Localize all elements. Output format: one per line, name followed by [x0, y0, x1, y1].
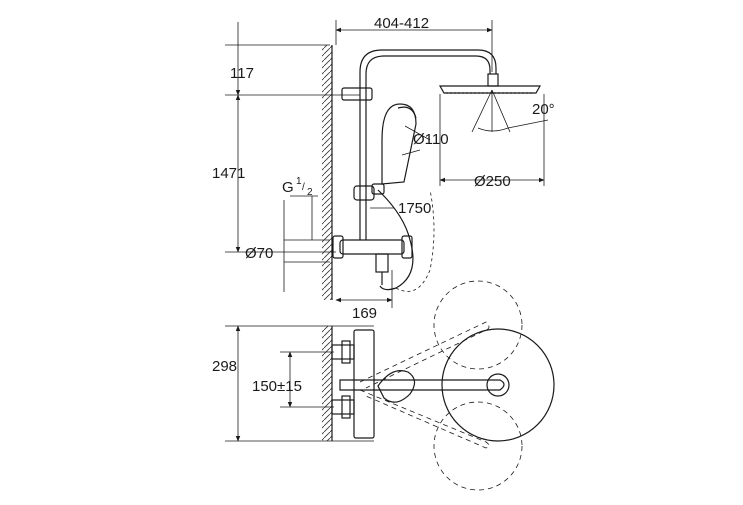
wall-hatch-upper [322, 45, 332, 300]
dim-110-leader-b [401, 149, 421, 156]
label-g-num: 1 [296, 176, 302, 187]
thermostat-top [353, 329, 375, 439]
label-298: 298 [212, 358, 237, 375]
thermostat-body [339, 239, 405, 255]
dim-110-leader-a [404, 125, 431, 141]
label-g-slash: / [302, 182, 305, 193]
arm-top [339, 379, 505, 391]
wall-hatch-lower [322, 326, 332, 441]
shower-arm [359, 49, 497, 98]
wall-bracket [341, 87, 373, 101]
head-shower [438, 85, 542, 94]
swing-circle-top [433, 280, 523, 370]
head-shower-joint [487, 73, 499, 87]
inlet-upper [331, 344, 355, 360]
angle-leader [507, 119, 549, 129]
hand-shower-handle [381, 103, 417, 185]
angle-line-1 [471, 89, 493, 133]
side-view [322, 45, 549, 300]
label-g-den: 2 [307, 187, 313, 198]
inlet-lower [331, 399, 355, 415]
swing-arm-top [359, 321, 490, 389]
label-1471: 1471 [212, 165, 245, 182]
hose-bracket [371, 183, 385, 195]
spout [375, 253, 389, 273]
top-view-dimensions [225, 325, 374, 442]
thermostat-left-knob [332, 235, 344, 259]
label-110: Ø110 [413, 131, 449, 148]
label-250: Ø250 [474, 173, 511, 190]
label-g: G [282, 179, 294, 196]
inlet-upper-nut [341, 340, 351, 364]
shower-hose-dashed [395, 189, 435, 292]
label-150: 150±15 [252, 378, 302, 395]
label-169: 169 [352, 305, 377, 322]
handshower-top [377, 370, 416, 403]
label-1750: 1750 [398, 200, 431, 217]
hand-shower-head [397, 106, 417, 119]
shower-arm-inner [365, 55, 491, 98]
inlet-lower-nut [341, 395, 351, 419]
shower-hose [377, 189, 414, 291]
label-angle: 20° [532, 101, 555, 118]
side-view-dimensions [225, 20, 545, 308]
swing-circle-bottom [433, 401, 523, 491]
headshower-top-hub [486, 373, 510, 397]
angle-line-3 [491, 89, 511, 133]
label-arm-reach: 404-412 [374, 15, 429, 32]
swing-arm-bottom [359, 389, 490, 449]
headshower-top [441, 328, 555, 442]
slider [353, 185, 375, 201]
top-view [322, 280, 555, 491]
label-117: 117 [230, 65, 254, 82]
label-70: Ø70 [245, 245, 273, 262]
angle-arc [477, 127, 509, 132]
